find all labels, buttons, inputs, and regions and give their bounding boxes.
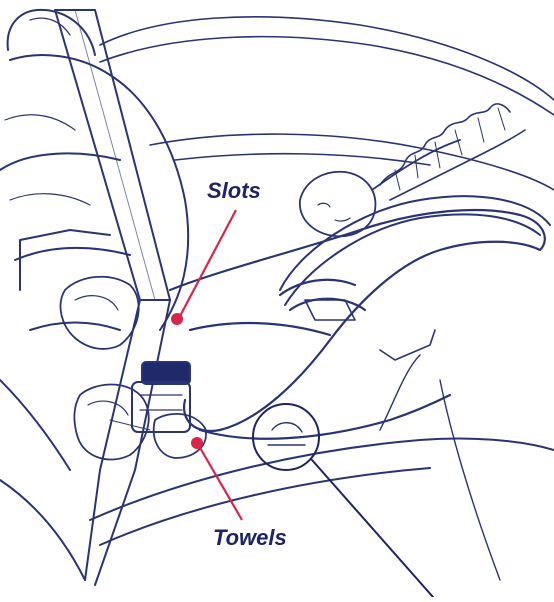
vehicle-headrest	[8, 10, 95, 55]
slots-pointer	[171, 210, 236, 325]
slots-label: Slots	[207, 180, 261, 202]
blanket-ruffle	[380, 104, 525, 200]
infant-car-seat	[170, 210, 545, 439]
door-window-frame	[100, 17, 554, 190]
vehicle-seat-cushion	[90, 355, 554, 580]
vehicle-seat-back	[0, 55, 188, 580]
towels-label: Towels	[213, 527, 287, 549]
level-indicator-callout	[253, 404, 433, 597]
shoulder-belt	[55, 10, 170, 585]
